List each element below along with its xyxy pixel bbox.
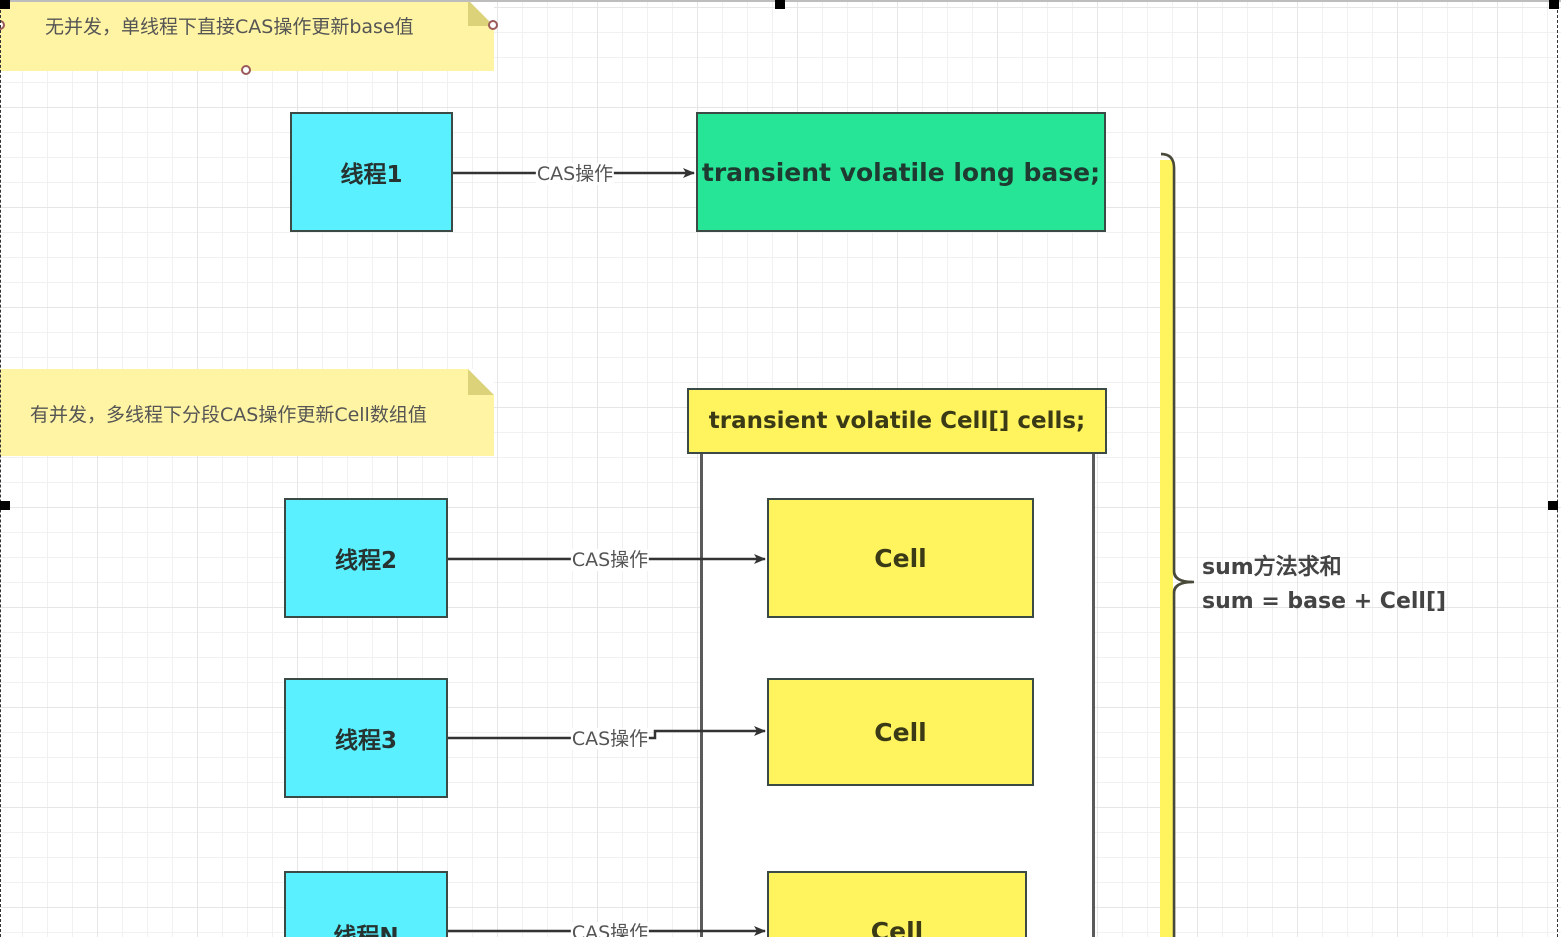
thread-1-box[interactable]: 线程1 [290,112,453,232]
resize-handle-top-right[interactable] [1549,0,1559,9]
note-no-concurrency-text: 无并发，单线程下直接CAS操作更新base值 [45,16,414,38]
thread-3-box[interactable]: 线程3 [284,678,448,798]
note-with-concurrency-text: 有并发，多线程下分段CAS操作更新Cell数组值 [30,404,427,426]
edge-label-cas: CAS操作 [570,922,650,937]
canvas-bottom-edge [0,937,1561,944]
resize-handle-top-left[interactable] [0,0,10,9]
note-fold-corner [468,0,494,26]
cell-label: Cell [874,543,927,573]
resize-handle-top-center[interactable] [775,0,785,9]
connection-point-right[interactable] [488,20,498,30]
edge-label-cas: CAS操作 [570,728,650,750]
note-with-concurrency[interactable]: 有并发，多线程下分段CAS操作更新Cell数组值 [0,369,494,456]
selection-border-right [1557,0,1558,937]
thread-2-box[interactable]: 线程2 [284,498,448,618]
sum-line-1: sum方法求和 [1202,555,1342,580]
cell-label: Cell [874,717,927,747]
connection-point-bottom[interactable] [241,65,251,75]
note-no-concurrency[interactable]: 无并发，单线程下直接CAS操作更新base值 [0,0,494,71]
base-field-box[interactable]: transient volatile long base; [696,112,1106,232]
thread-2-label: 线程2 [334,548,397,574]
cell-box-2[interactable]: Cell [767,678,1034,786]
cells-field-label: transient volatile Cell[] cells; [708,408,1086,434]
sum-annotation[interactable]: sum方法求和 sum = base + Cell[] [1202,551,1446,619]
edge-label-cas: CAS操作 [535,163,615,185]
brace-fill [1160,160,1173,937]
note-fold-corner [468,369,494,395]
brace-shape [1160,152,1193,937]
resize-handle-middle-right[interactable] [1548,501,1558,510]
brace-outline [1160,152,1195,937]
cells-field-header[interactable]: transient volatile Cell[] cells; [687,388,1107,454]
base-field-label: transient volatile long base; [701,157,1101,187]
thread-3-label: 线程3 [334,728,397,754]
connection-point-left[interactable] [0,20,5,30]
resize-handle-middle-left[interactable] [0,501,10,510]
thread-n-label: 线程N [333,924,399,937]
edge-label-cas: CAS操作 [570,549,650,571]
thread-1-label: 线程1 [340,162,403,188]
cell-label: Cell [870,917,924,937]
cell-box-3[interactable]: Cell [767,871,1027,937]
cell-box-1[interactable]: Cell [767,498,1034,618]
sum-line-2: sum = base + Cell[] [1202,589,1447,614]
selection-border-left [0,0,1,937]
thread-n-box[interactable]: 线程N [284,871,448,937]
